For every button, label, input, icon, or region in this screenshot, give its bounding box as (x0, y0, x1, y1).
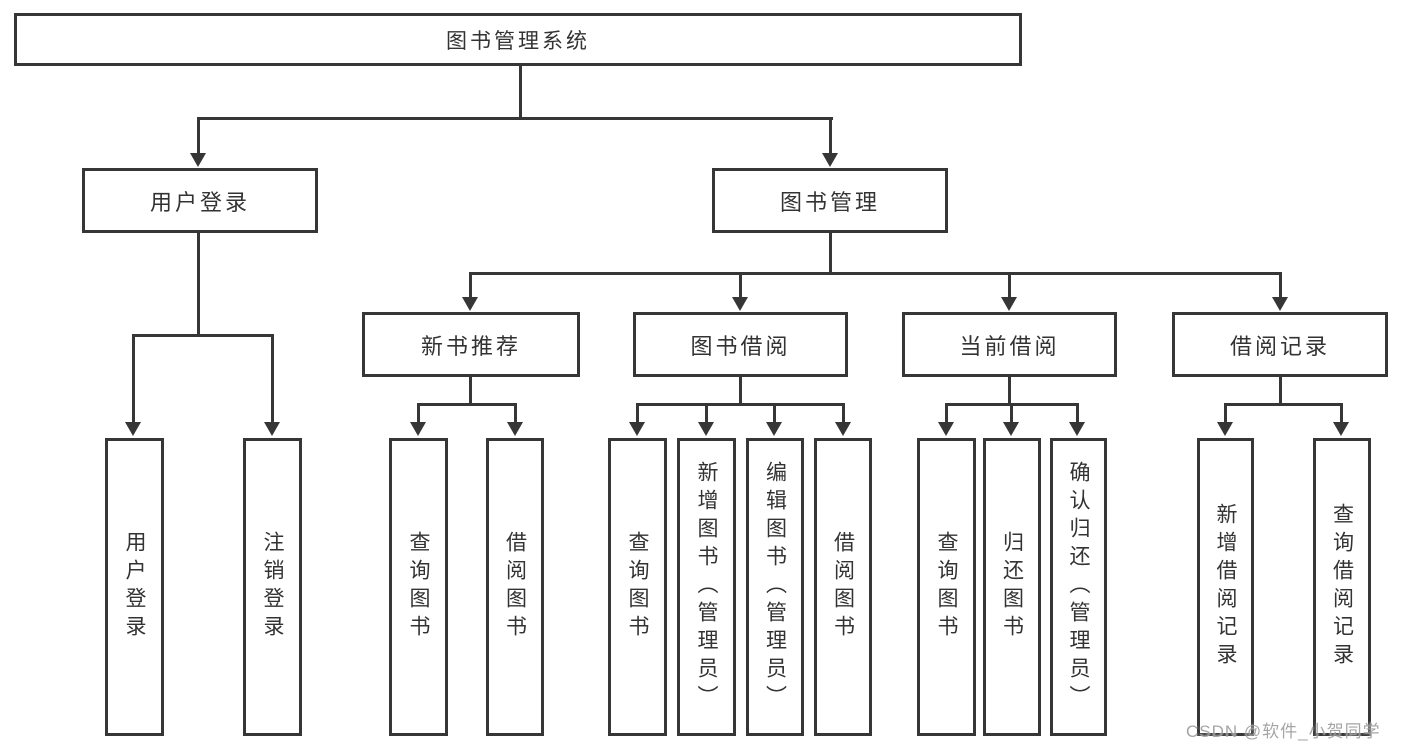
node-book-management-system: 图书管理系统 (14, 13, 1022, 66)
arrow-down-icon (698, 422, 714, 436)
connector-vline (739, 377, 742, 406)
connector-vline (1224, 403, 1227, 423)
arrow-down-icon (1003, 422, 1019, 436)
connector-vline (1279, 377, 1282, 406)
leaf-label: 查询图书 (626, 531, 649, 643)
leaf-label: 借阅图书 (503, 531, 527, 643)
leaf-query-books-recommend: 查询图书 (389, 438, 448, 736)
leaf-borrow-books-recommend: 借阅图书 (486, 438, 544, 736)
connector-vline (705, 403, 708, 423)
connector-vline (829, 117, 832, 154)
connector-vline (773, 403, 776, 423)
node-label: 图书管理系统 (446, 29, 590, 53)
arrow-down-icon (938, 422, 954, 436)
arrow-down-icon (1069, 422, 1085, 436)
leaf-add-borrow-record: 新增借阅记录 (1197, 438, 1254, 736)
leaf-label: 归还图书 (1000, 531, 1024, 643)
leaf-logout: 注销登录 (243, 438, 302, 736)
leaf-add-book-admin: 新增图书（管理员） (677, 438, 736, 736)
leaf-return-books: 归还图书 (983, 438, 1041, 736)
connector-vline (1008, 377, 1011, 406)
connector-vline (519, 66, 522, 118)
connector-hline (132, 334, 274, 337)
connector-vline (469, 272, 472, 298)
arrow-down-icon (835, 422, 851, 436)
node-label: 新书推荐 (420, 333, 521, 359)
connector-vline (1279, 272, 1282, 298)
arrow-down-icon (732, 297, 748, 311)
leaf-query-books-borrowing: 查询图书 (608, 438, 667, 736)
leaf-borrow-books-borrowing: 借阅图书 (814, 438, 872, 736)
node-label: 当前借阅 (959, 333, 1060, 359)
connector-vline (197, 233, 200, 337)
connector-hline (417, 403, 517, 406)
node-borrowing-records: 借阅记录 (1172, 312, 1388, 377)
connector-hline (636, 403, 845, 406)
node-label: 用户登录 (149, 189, 250, 215)
node-label: 借阅记录 (1229, 333, 1330, 359)
leaf-label: 查询图书 (935, 531, 958, 643)
connector-vline (514, 403, 517, 423)
leaf-user-login: 用户登录 (105, 438, 164, 736)
node-label: 图书管理 (779, 189, 880, 215)
leaf-label: 新增图书（管理员） (695, 461, 718, 713)
leaf-edit-book-admin: 编辑图书（管理员） (746, 438, 804, 736)
connector-vline (417, 403, 420, 423)
leaf-label: 新增借阅记录 (1214, 503, 1237, 671)
arrow-down-icon (507, 422, 523, 436)
connector-vline (829, 233, 832, 275)
arrow-down-icon (190, 153, 206, 167)
leaf-label: 查询图书 (407, 531, 430, 643)
leaf-label: 借阅图书 (831, 531, 855, 643)
connector-hline (469, 272, 1282, 275)
leaf-query-books-current: 查询图书 (917, 438, 976, 736)
arrow-down-icon (1001, 297, 1017, 311)
node-book-borrowing: 图书借阅 (633, 312, 848, 377)
leaf-label: 注销登录 (261, 531, 284, 643)
node-label: 图书借阅 (690, 333, 791, 359)
connector-vline (842, 403, 845, 423)
arrow-down-icon (125, 422, 141, 436)
leaf-query-borrow-record: 查询借阅记录 (1313, 438, 1371, 736)
node-current-borrowing: 当前借阅 (902, 312, 1117, 377)
leaf-label: 用户登录 (123, 531, 146, 643)
leaf-label: 编辑图书（管理员） (763, 461, 787, 713)
arrow-down-icon (410, 422, 426, 436)
connector-vline (636, 403, 639, 423)
connector-vline (197, 117, 200, 154)
arrow-down-icon (822, 153, 838, 167)
connector-hline (197, 117, 833, 120)
arrow-down-icon (1333, 422, 1349, 436)
node-new-book-recommend: 新书推荐 (362, 312, 580, 377)
arrow-down-icon (629, 422, 645, 436)
connector-vline (1076, 403, 1079, 423)
arrow-down-icon (1217, 422, 1233, 436)
arrow-down-icon (264, 422, 280, 436)
leaf-label: 查询借阅记录 (1330, 503, 1354, 671)
connector-vline (1008, 272, 1011, 298)
watermark: CSDN @软件_小贺同学 (1186, 722, 1381, 741)
connector-vline (945, 403, 948, 423)
arrow-down-icon (766, 422, 782, 436)
connector-vline (469, 377, 472, 406)
connector-vline (1010, 403, 1013, 423)
connector-vline (132, 334, 135, 423)
connector-vline (271, 334, 274, 423)
connector-vline (1340, 403, 1343, 423)
connector-hline (1224, 403, 1343, 406)
arrow-down-icon (462, 297, 478, 311)
connector-vline (739, 272, 742, 298)
leaf-label: 确认归还（管理员） (1067, 461, 1090, 713)
node-book-management: 图书管理 (712, 168, 948, 233)
arrow-down-icon (1272, 297, 1288, 311)
node-user-login: 用户登录 (82, 168, 318, 233)
leaf-confirm-return-admin: 确认归还（管理员） (1050, 438, 1107, 736)
